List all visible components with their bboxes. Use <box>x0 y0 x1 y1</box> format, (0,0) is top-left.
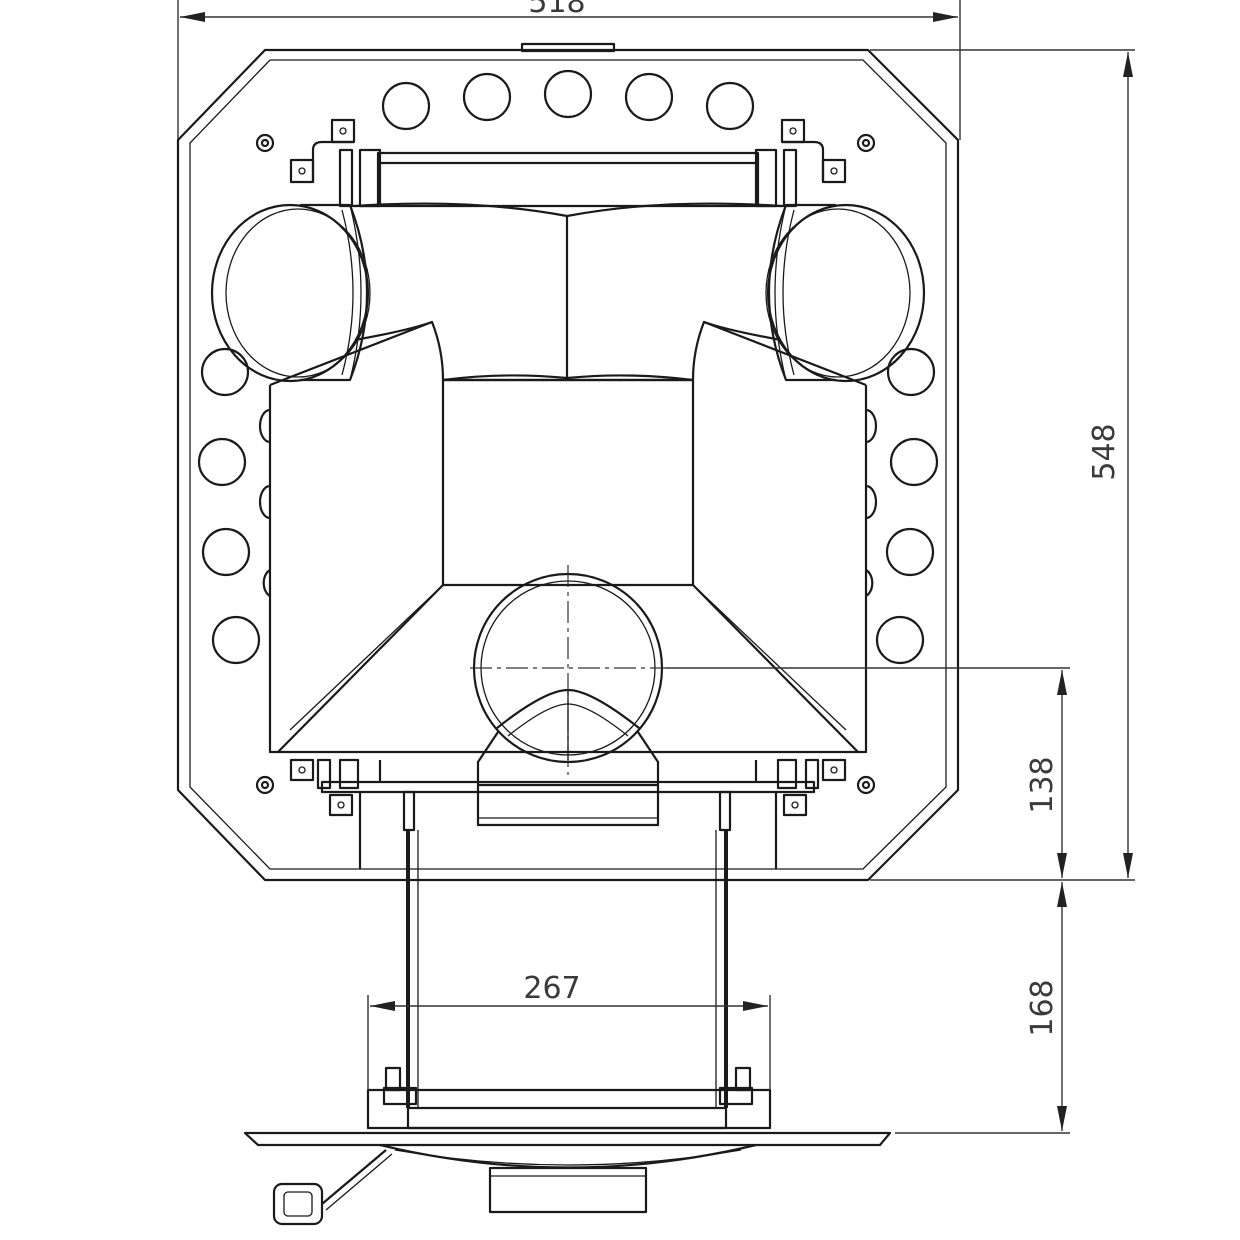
bracket-top-left <box>289 118 382 208</box>
dimension-label-height: 548 <box>1087 423 1122 480</box>
top-rail <box>350 151 786 208</box>
dimension-label-outlet: 138 <box>1025 756 1060 813</box>
dimension-outlet-height: 138 <box>665 667 1070 878</box>
outlet-pipe <box>470 565 665 775</box>
bracket-top-right <box>754 118 847 208</box>
dimension-label-width: 518 <box>528 0 585 20</box>
firebox <box>268 202 868 754</box>
dimension-inner-width: 267 <box>367 971 771 1090</box>
vent-holes-left <box>197 347 271 665</box>
dimension-total-height: 548 <box>870 49 1135 881</box>
screws <box>255 133 876 795</box>
stove-body <box>176 42 960 882</box>
pipe-right <box>765 203 926 383</box>
extension-frame <box>366 830 772 1130</box>
pipe-left <box>210 203 371 383</box>
vent-holes-right <box>865 347 939 665</box>
dimension-top-width: 518 <box>177 0 961 140</box>
dimension-extension: 168 <box>895 882 1070 1134</box>
base-plate <box>243 1131 892 1214</box>
handle <box>272 1149 393 1226</box>
vent-holes-top <box>381 69 755 131</box>
bottom-assembly <box>289 731 847 869</box>
dimension-label-extension: 168 <box>1025 979 1060 1036</box>
dimension-label-inner-width: 267 <box>523 971 580 1006</box>
